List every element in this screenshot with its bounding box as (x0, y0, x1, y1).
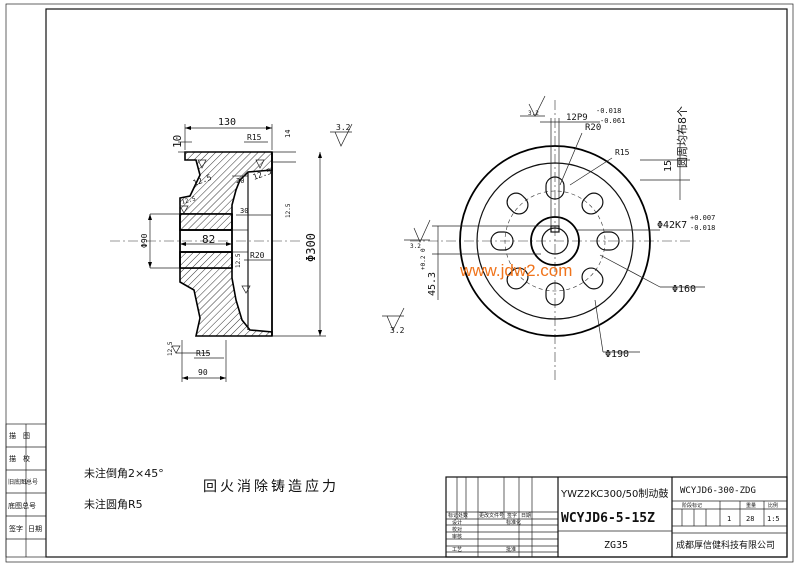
title-block: 标记 处数 更改文件号 签字 日期 设计 校对 审核 标准化 工艺 批准 YWZ… (445, 476, 788, 558)
weight-value: 28 (746, 515, 754, 523)
rough-12-5-e: 12.5 (235, 253, 242, 268)
inner-frame (45, 8, 788, 558)
dim-bottom-90: 90 (198, 368, 208, 377)
dim-r15-top: R15 (247, 133, 262, 142)
dim-bore-tol-upper: +0.007 (690, 214, 715, 222)
dim-45-3-tol: +0.2 0 (420, 248, 427, 270)
dim-hub-82: 82 (202, 233, 215, 246)
strip-cell-6: 日期 (28, 525, 42, 533)
rough-12-5-f: 12.5 (167, 341, 174, 356)
rough-12-5-c: 12.5 (181, 195, 197, 206)
dim-bore-42k7: Φ42K7 (657, 220, 687, 231)
note-chamfer: 未注倒角2×45° (84, 466, 164, 480)
sign-review: 审核 (452, 533, 462, 540)
dim-keyway-tol-lower: -0.061 (600, 117, 625, 125)
holes-note: 圆周均布8个 (676, 106, 689, 168)
front-view: 12P9 -0.018 -0.061 R20 R15 3.2 15 圆周均布8个… (382, 95, 715, 380)
dim-r20-front: R20 (585, 123, 601, 133)
row-label-mark: 标记 (448, 512, 458, 519)
dim-bore-tol-lower: -0.018 (690, 224, 715, 232)
dim-dia-160: Φ160 (672, 284, 696, 295)
dim-keyway-12p9: 12P9 (566, 113, 588, 123)
stage-label: 阶段标记 (682, 502, 702, 509)
left-strip-table: 描 图 描 校 旧底图总号 底图总号 签字 日期 (5, 423, 47, 558)
sign-design: 设计 (452, 519, 462, 526)
sign-process: 工艺 (452, 547, 462, 553)
dim-r20: R20 (250, 251, 265, 260)
sign-approve: 批准 (506, 546, 516, 553)
drawing-no-top: WCYJD6-300-ZDG (680, 486, 756, 496)
note-heat-treat: 回火消除铸造应力 (203, 478, 339, 495)
strip-cell-4: 底图总号 (8, 501, 36, 510)
dim-20: 20 (236, 177, 244, 185)
sign-check: 校对 (452, 526, 462, 533)
part-no: WCYJD6-5-15Z (561, 511, 655, 526)
dim-15: 15 (663, 160, 674, 172)
notes: 未注倒角2×45° 未注圆角R5 回火消除铸造应力 (84, 466, 339, 511)
dim-30: 30 (240, 207, 248, 215)
rough-top-3-2: 3.2 (528, 110, 539, 117)
scale-label: 比例 (768, 502, 778, 509)
scale-value: 1:5 (767, 515, 780, 523)
outer-frame (5, 3, 794, 563)
material: ZG35 (604, 540, 628, 551)
strip-cell-3: 旧底图总号 (8, 478, 38, 486)
note-fillet: 未注圆角R5 (84, 497, 143, 511)
rough-bottom-3-2: 3.2 (390, 326, 405, 335)
dim-keyway-tol-upper: -0.018 (596, 107, 621, 115)
rough-left-3-2: 3.2 (410, 243, 421, 250)
company-name: 成都厚信健科技有限公司 (676, 539, 775, 551)
section-view: 130 10 R15 14 12.5 12.5 20 12.5 30 12.5 … (110, 117, 353, 382)
dim-dia-300: Φ300 (304, 233, 318, 262)
strip-cell-2: 描 校 (9, 454, 30, 463)
rough-12-5-d: 12.5 (285, 203, 292, 218)
watermark: www.jdw2.com (459, 261, 572, 280)
dim-10: 10 (171, 135, 184, 148)
dim-bore-90: Φ90 (140, 233, 149, 248)
dim-130: 130 (218, 117, 236, 128)
strip-cell-5: 签字 (9, 524, 23, 533)
qty-value: 1 (727, 515, 731, 523)
row-label-date: 日期 (521, 513, 531, 519)
dim-14: 14 (284, 130, 292, 138)
sign-standard: 标准化 (506, 519, 521, 526)
dim-r15-bottom: R15 (196, 349, 211, 358)
dim-dia-190: Φ190 (605, 349, 629, 360)
row-label-count: 处数 (458, 512, 468, 519)
rough-main-3-2: 3.2 (336, 123, 351, 132)
dim-r15-front: R15 (615, 148, 630, 157)
row-label-sign: 签字 (507, 512, 517, 519)
product-name: YWZ2KC300/50制动鼓 (560, 487, 668, 500)
weight-label: 重量 (746, 502, 756, 509)
strip-cell-1: 描 图 (9, 431, 30, 440)
row-label-change-doc: 更改文件号 (479, 512, 504, 519)
dim-45-3: 45.3 (427, 272, 438, 296)
